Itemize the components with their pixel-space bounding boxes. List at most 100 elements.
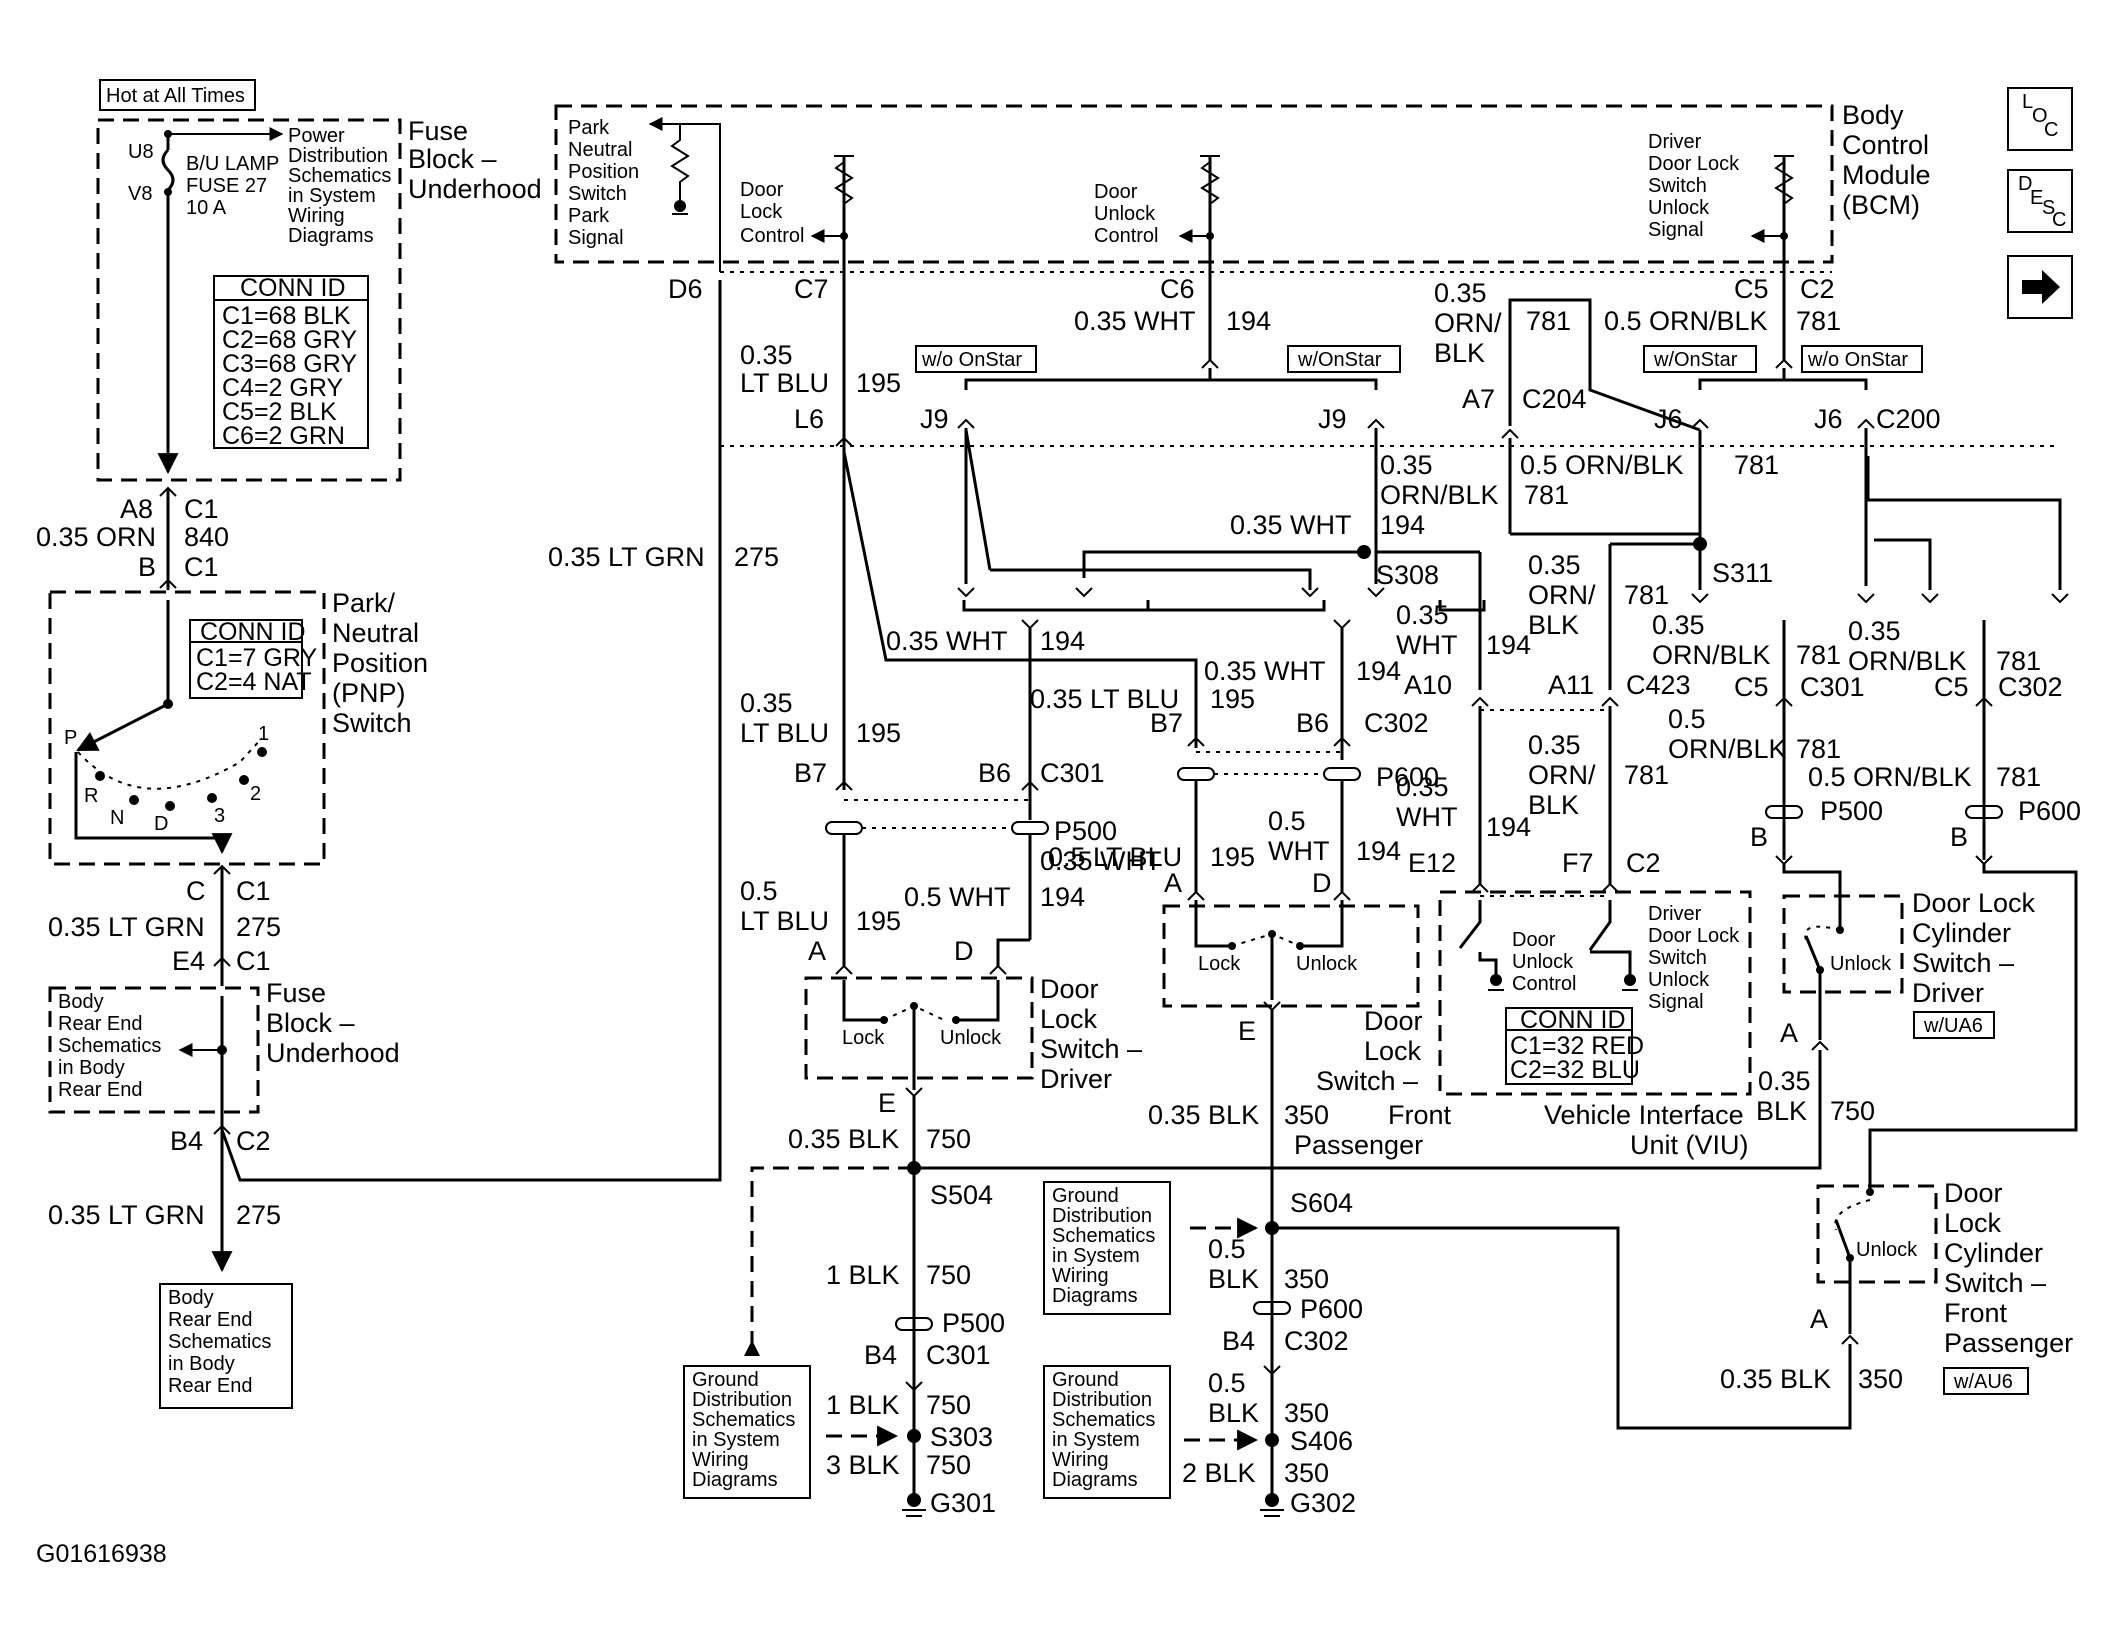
- svg-text:781: 781: [1996, 646, 2041, 676]
- body-rear-end-ref-box: Body Rear End Schematics in Body Rear En…: [159, 1283, 293, 1409]
- svg-text:F7: F7: [1562, 848, 1594, 878]
- svg-text:w/OnStar: w/OnStar: [1653, 349, 1738, 371]
- svg-text:Distribution: Distribution: [692, 1389, 792, 1411]
- svg-text:Control: Control: [740, 225, 804, 247]
- svg-text:P500: P500: [1054, 816, 1117, 846]
- svg-text:Schematics: Schematics: [58, 1035, 161, 1057]
- svg-text:C6=2 GRN: C6=2 GRN: [222, 422, 345, 450]
- svg-text:U8: U8: [128, 141, 154, 163]
- svg-text:WHT: WHT: [1396, 802, 1457, 832]
- svg-text:ORN/BLK: ORN/BLK: [1848, 646, 1967, 676]
- svg-text:0.35 WHT: 0.35 WHT: [1040, 846, 1162, 876]
- svg-text:BLK: BLK: [1528, 790, 1579, 820]
- svg-text:B: B: [1950, 822, 1968, 852]
- wire-275-gauge: 0.35 LT GRN: [548, 542, 705, 572]
- svg-text:C301: C301: [1800, 672, 1865, 702]
- svg-text:2: 2: [250, 783, 261, 805]
- top-wire-labels: 0.35 LT BLU 195 0.35 WHT 194 0.35 ORN/ B…: [740, 278, 1841, 398]
- svg-text:in Body: in Body: [168, 1353, 235, 1375]
- svg-text:Block –: Block –: [408, 144, 497, 174]
- svg-text:781: 781: [1526, 306, 1571, 336]
- svg-text:Diagrams: Diagrams: [1052, 1469, 1138, 1491]
- svg-text:Diagrams: Diagrams: [692, 1469, 778, 1491]
- svg-text:Driver: Driver: [1648, 903, 1702, 925]
- svg-text:C2: C2: [1800, 274, 1835, 304]
- svg-text:WHT: WHT: [1396, 630, 1457, 660]
- svg-text:Schematics: Schematics: [168, 1331, 271, 1353]
- vehicle-interface-unit: Vehicle Interface Unit (VIU) Door Unlock…: [1438, 890, 1752, 1160]
- svg-text:S604: S604: [1290, 1188, 1353, 1218]
- svg-text:WHT: WHT: [1268, 836, 1329, 866]
- svg-text:0.35 LT BLU: 0.35 LT BLU: [1030, 684, 1179, 714]
- next-button[interactable]: [2007, 255, 2073, 319]
- svg-text:LT BLU: LT BLU: [740, 368, 829, 398]
- svg-text:in System: in System: [692, 1429, 780, 1451]
- svg-text:195: 195: [856, 718, 901, 748]
- svg-text:0.5 ORN/BLK: 0.5 ORN/BLK: [1808, 762, 1972, 792]
- svg-text:1 BLK: 1 BLK: [826, 1260, 900, 1290]
- svg-text:Door: Door: [1512, 929, 1556, 951]
- svg-text:Driver: Driver: [1648, 131, 1702, 153]
- svg-text:781: 781: [1796, 306, 1841, 336]
- svg-text:Underhood: Underhood: [408, 174, 542, 204]
- svg-text:Schematics: Schematics: [288, 165, 391, 187]
- svg-text:J9: J9: [1318, 404, 1347, 434]
- svg-text:CONN ID: CONN ID: [1520, 1006, 1626, 1034]
- hot-label: Hot at All Times: [106, 85, 245, 107]
- svg-text:P500: P500: [1820, 796, 1883, 826]
- svg-text:Switch: Switch: [1648, 947, 1707, 969]
- svg-text:O: O: [2032, 105, 2048, 127]
- svg-text:C1=32 RED: C1=32 RED: [1510, 1032, 1644, 1060]
- svg-text:194: 194: [1486, 812, 1531, 842]
- svg-text:S311: S311: [1712, 558, 1773, 588]
- figure-id: G01616938: [36, 1540, 167, 1568]
- svg-text:BLK: BLK: [1756, 1096, 1807, 1126]
- svg-text:ORN/BLK: ORN/BLK: [1668, 734, 1787, 764]
- svg-text:0.35 WHT: 0.35 WHT: [1074, 306, 1196, 336]
- svg-text:Wiring: Wiring: [288, 205, 345, 227]
- svg-text:Unlock: Unlock: [1512, 951, 1574, 973]
- svg-text:Switch: Switch: [1648, 175, 1707, 197]
- svg-text:BLK: BLK: [1434, 338, 1485, 368]
- svg-text:0.35 ORN: 0.35 ORN: [36, 522, 156, 552]
- fuse-block-underhood-upper: Hot at All Times Fuse Block – Underhood …: [96, 79, 542, 482]
- svg-text:0.35: 0.35: [740, 688, 793, 718]
- svg-text:Ground: Ground: [1052, 1369, 1119, 1391]
- svg-text:C5=2 BLK: C5=2 BLK: [222, 398, 337, 426]
- svg-text:A11: A11: [1548, 670, 1594, 700]
- viu-wiring: 0.35 WHT 194 A10 A11 C423 0.35 ORN/ BLK …: [1396, 550, 1691, 897]
- svg-text:E: E: [878, 1088, 896, 1118]
- svg-text:ORN/: ORN/: [1434, 308, 1502, 338]
- svg-text:(PNP): (PNP): [332, 678, 406, 708]
- svg-text:C2: C2: [1626, 848, 1661, 878]
- svg-text:Rear End: Rear End: [168, 1375, 253, 1397]
- svg-text:Lock: Lock: [1040, 1004, 1098, 1034]
- svg-text:Switch –: Switch –: [1316, 1066, 1418, 1096]
- svg-text:Park: Park: [568, 205, 610, 227]
- svg-text:Unlock: Unlock: [1296, 953, 1358, 975]
- desc-button[interactable]: D E S C: [2007, 169, 2073, 233]
- svg-text:194: 194: [1356, 836, 1401, 866]
- svg-text:J9: J9: [920, 404, 949, 434]
- svg-text:0.5: 0.5: [1668, 704, 1706, 734]
- svg-text:Unit (VIU): Unit (VIU): [1630, 1130, 1749, 1160]
- svg-text:194: 194: [1356, 656, 1401, 686]
- svg-text:E4: E4: [172, 946, 205, 976]
- svg-text:C1=68 BLK: C1=68 BLK: [222, 302, 351, 330]
- svg-text:Schematics: Schematics: [692, 1409, 795, 1431]
- svg-text:in System: in System: [1052, 1429, 1140, 1451]
- svg-text:Schematics: Schematics: [1052, 1409, 1155, 1431]
- svg-text:0.35 LT GRN: 0.35 LT GRN: [48, 1200, 205, 1230]
- svg-text:195: 195: [1210, 684, 1255, 714]
- svg-text:Driver: Driver: [1040, 1064, 1112, 1094]
- svg-text:0.35: 0.35: [1652, 610, 1705, 640]
- svg-text:Position: Position: [568, 161, 639, 183]
- svg-text:Block –: Block –: [266, 1008, 355, 1038]
- svg-text:Door Lock: Door Lock: [1912, 888, 2036, 918]
- loc-button[interactable]: L O C: [2007, 87, 2073, 151]
- svg-text:A8: A8: [120, 494, 153, 524]
- bcm-wiring: L6 J9 J9 A7 C204 J6 J6 C200 0.35 ORN/BLK…: [720, 272, 2069, 790]
- svg-text:0.35: 0.35: [1528, 730, 1581, 760]
- svg-text:750: 750: [926, 1450, 971, 1480]
- svg-text:S504: S504: [930, 1180, 993, 1210]
